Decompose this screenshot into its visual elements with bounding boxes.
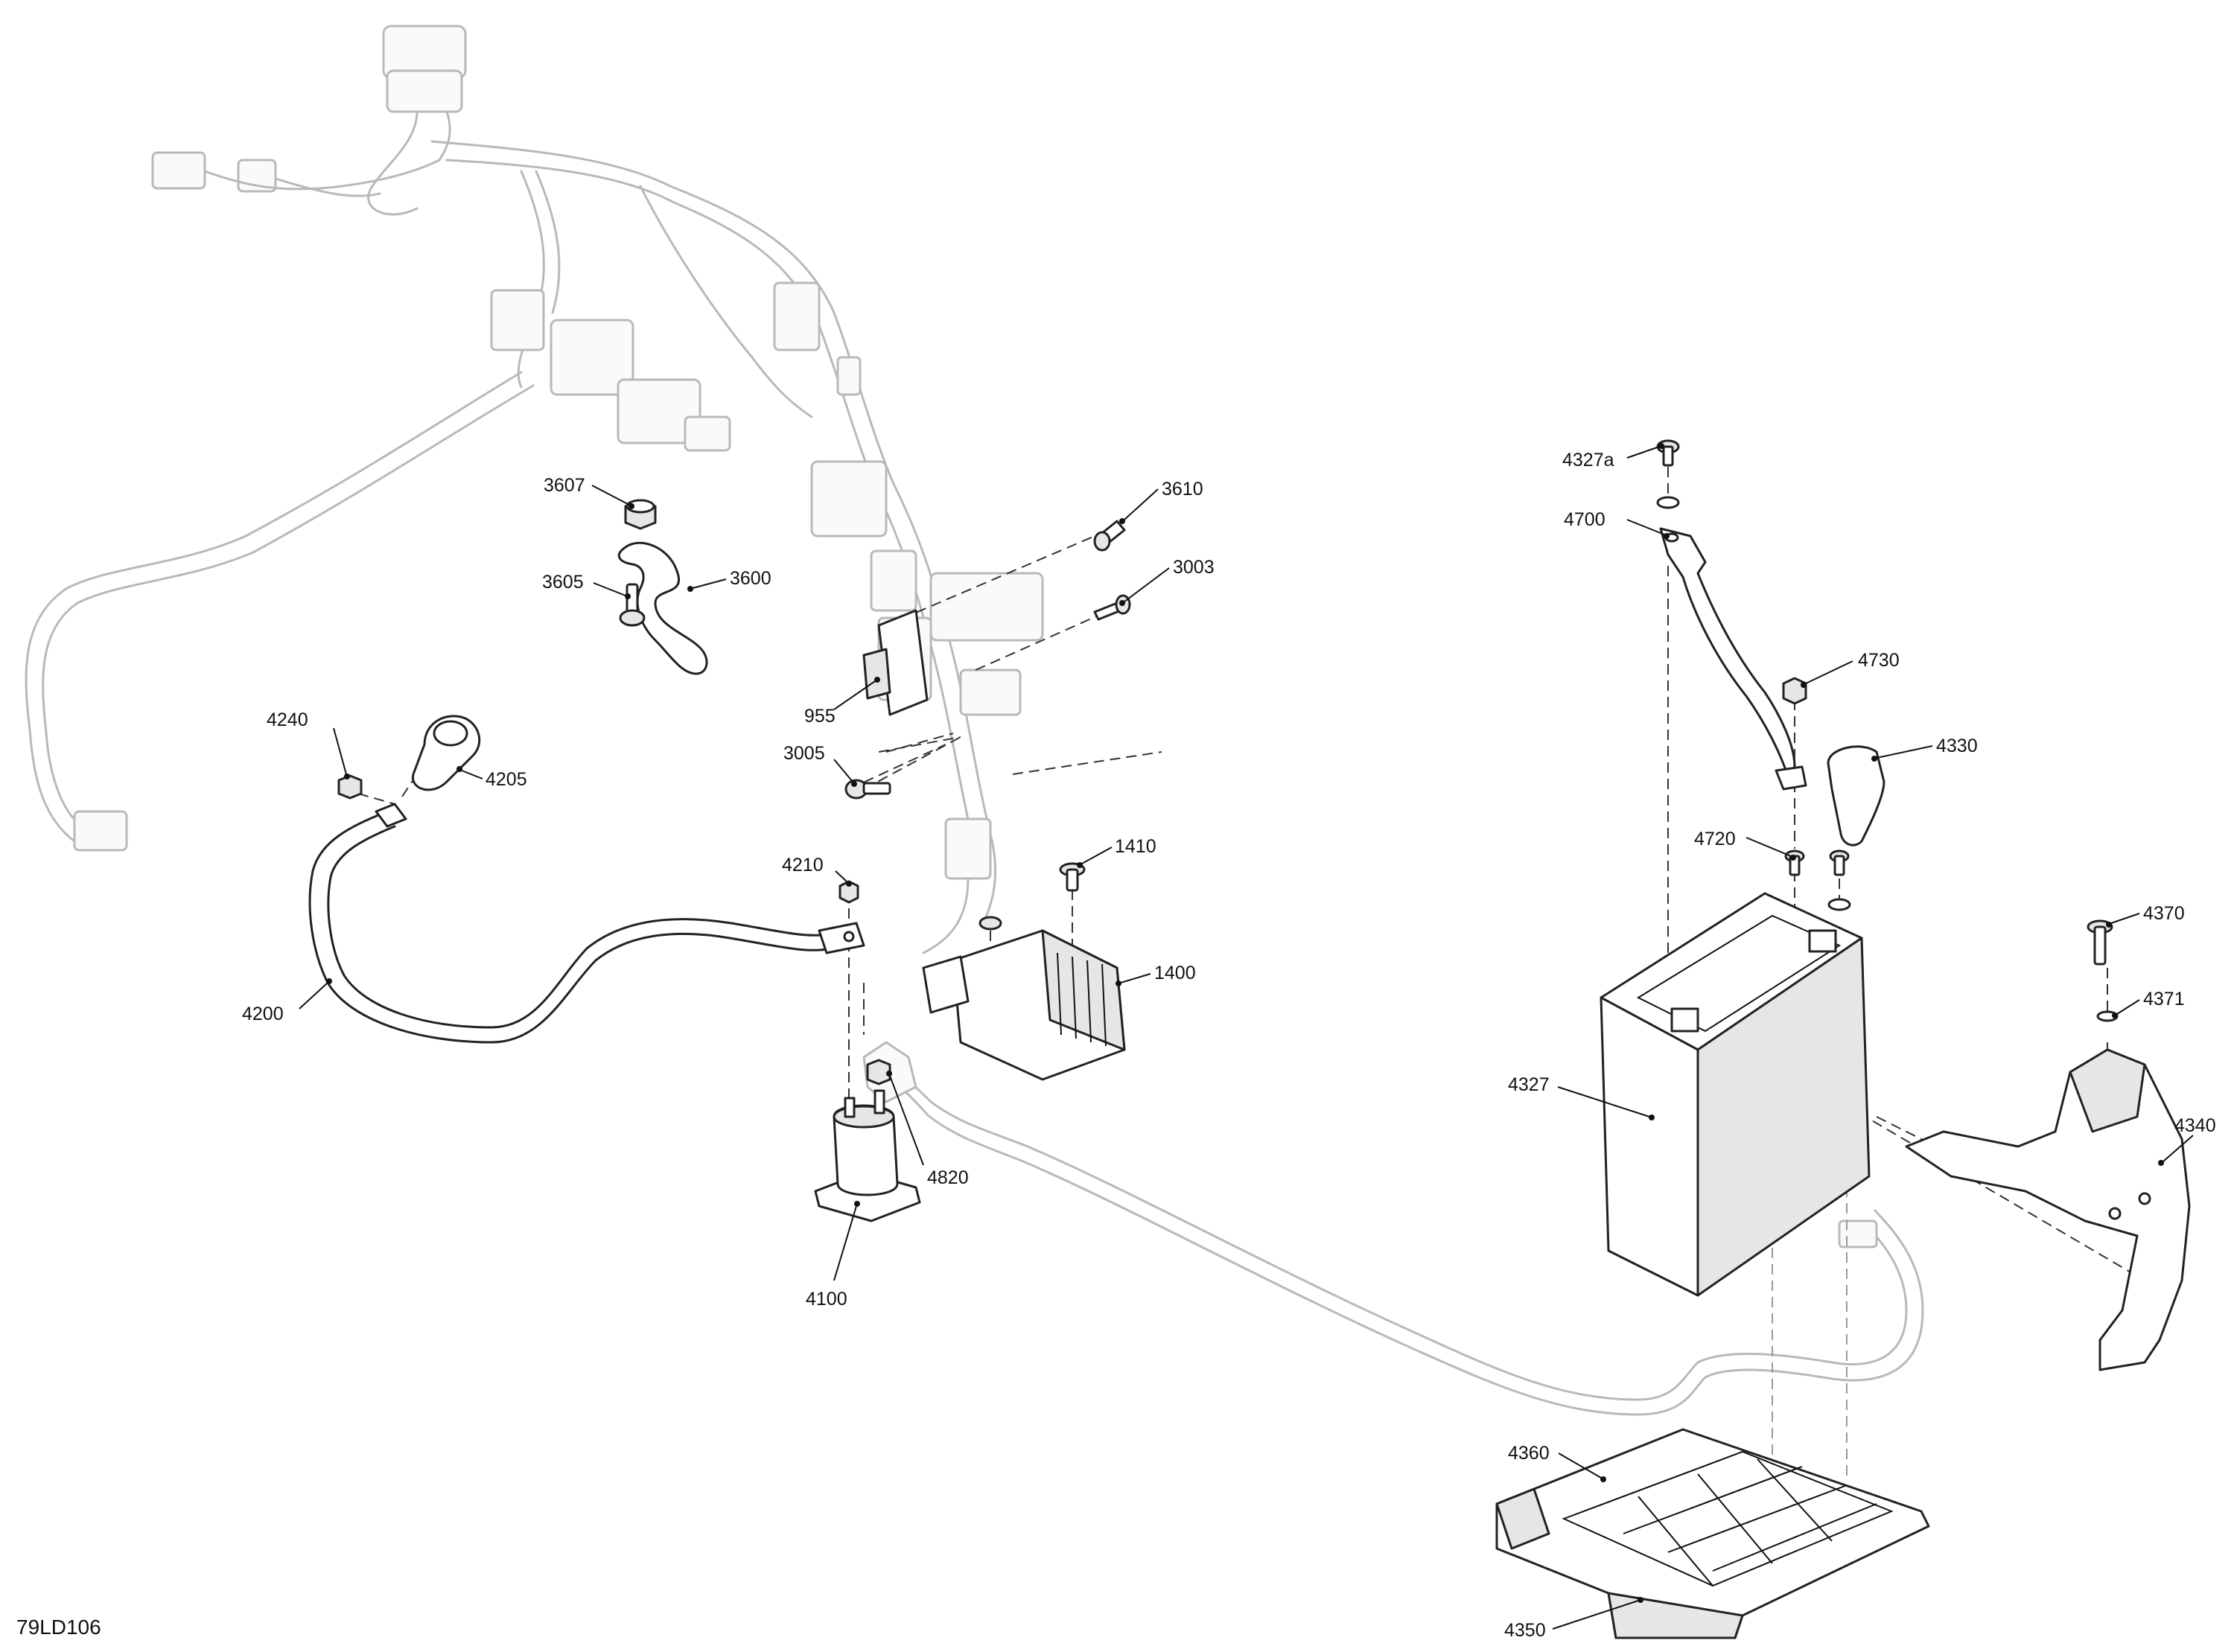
callout-3005: 3005 <box>783 743 825 764</box>
bolt-3610 <box>1093 520 1126 552</box>
callout-3605: 3605 <box>542 572 584 593</box>
dash-lines <box>342 450 2145 1482</box>
strap-4700 <box>1659 527 1807 791</box>
nut-4820 <box>866 1059 891 1085</box>
callout-4371: 4371 <box>2143 989 2185 1010</box>
callout-labels: 3607 3605 3600 3610 3003 955 3005 4240 4… <box>242 450 2216 1641</box>
cap-4330 <box>1827 745 1885 846</box>
callout-3607: 3607 <box>544 475 585 496</box>
bolt-4720 <box>1784 849 1851 911</box>
callout-1400: 1400 <box>1154 963 1196 983</box>
bolt-3605 <box>619 583 646 627</box>
callout-leaders <box>299 443 2194 1630</box>
bolt-4327a <box>1656 439 1680 509</box>
callout-3610: 3610 <box>1162 479 1203 500</box>
callout-4330: 4330 <box>1936 736 1978 756</box>
callout-4340: 4340 <box>2174 1115 2216 1136</box>
bolt-4370 <box>2087 919 2119 1022</box>
callout-4327a: 4327a <box>1562 450 1614 471</box>
nut-4730 <box>1782 677 1807 705</box>
cable-3600 <box>617 541 708 675</box>
callout-4210: 4210 <box>782 855 824 876</box>
tray-4350 <box>1495 1428 1930 1639</box>
bolt-3005 <box>844 779 891 800</box>
cable-4200 <box>308 803 865 1044</box>
callout-4350: 4350 <box>1504 1620 1546 1641</box>
callout-4700: 4700 <box>1564 509 1606 530</box>
regulator-1400 <box>922 916 1126 1081</box>
callout-4820: 4820 <box>927 1167 969 1188</box>
battery-4327 <box>1600 892 1871 1297</box>
callout-4730: 4730 <box>1858 650 1900 671</box>
callout-4200: 4200 <box>242 1004 284 1024</box>
callout-4370: 4370 <box>2143 903 2185 924</box>
boot-4205 <box>412 715 481 791</box>
callout-3003: 3003 <box>1173 557 1215 578</box>
relay-955 <box>862 609 929 716</box>
reference-code: 79LD106 <box>16 1616 101 1639</box>
callout-955: 955 <box>804 706 836 727</box>
callout-4205: 4205 <box>486 769 527 790</box>
screw-3003 <box>1093 594 1131 621</box>
callout-4240: 4240 <box>267 709 308 730</box>
nut-4240 <box>337 774 363 800</box>
callout-4720: 4720 <box>1694 829 1736 849</box>
callout-4360: 4360 <box>1508 1443 1550 1464</box>
bracket-4340 <box>1905 1048 2191 1371</box>
callout-3600: 3600 <box>730 568 771 589</box>
wiring-harness <box>25 25 1924 1416</box>
solenoid-4100 <box>814 1089 921 1222</box>
callout-4100: 4100 <box>806 1289 847 1310</box>
callout-4327: 4327 <box>1508 1074 1550 1095</box>
callout-1410: 1410 <box>1115 836 1156 857</box>
